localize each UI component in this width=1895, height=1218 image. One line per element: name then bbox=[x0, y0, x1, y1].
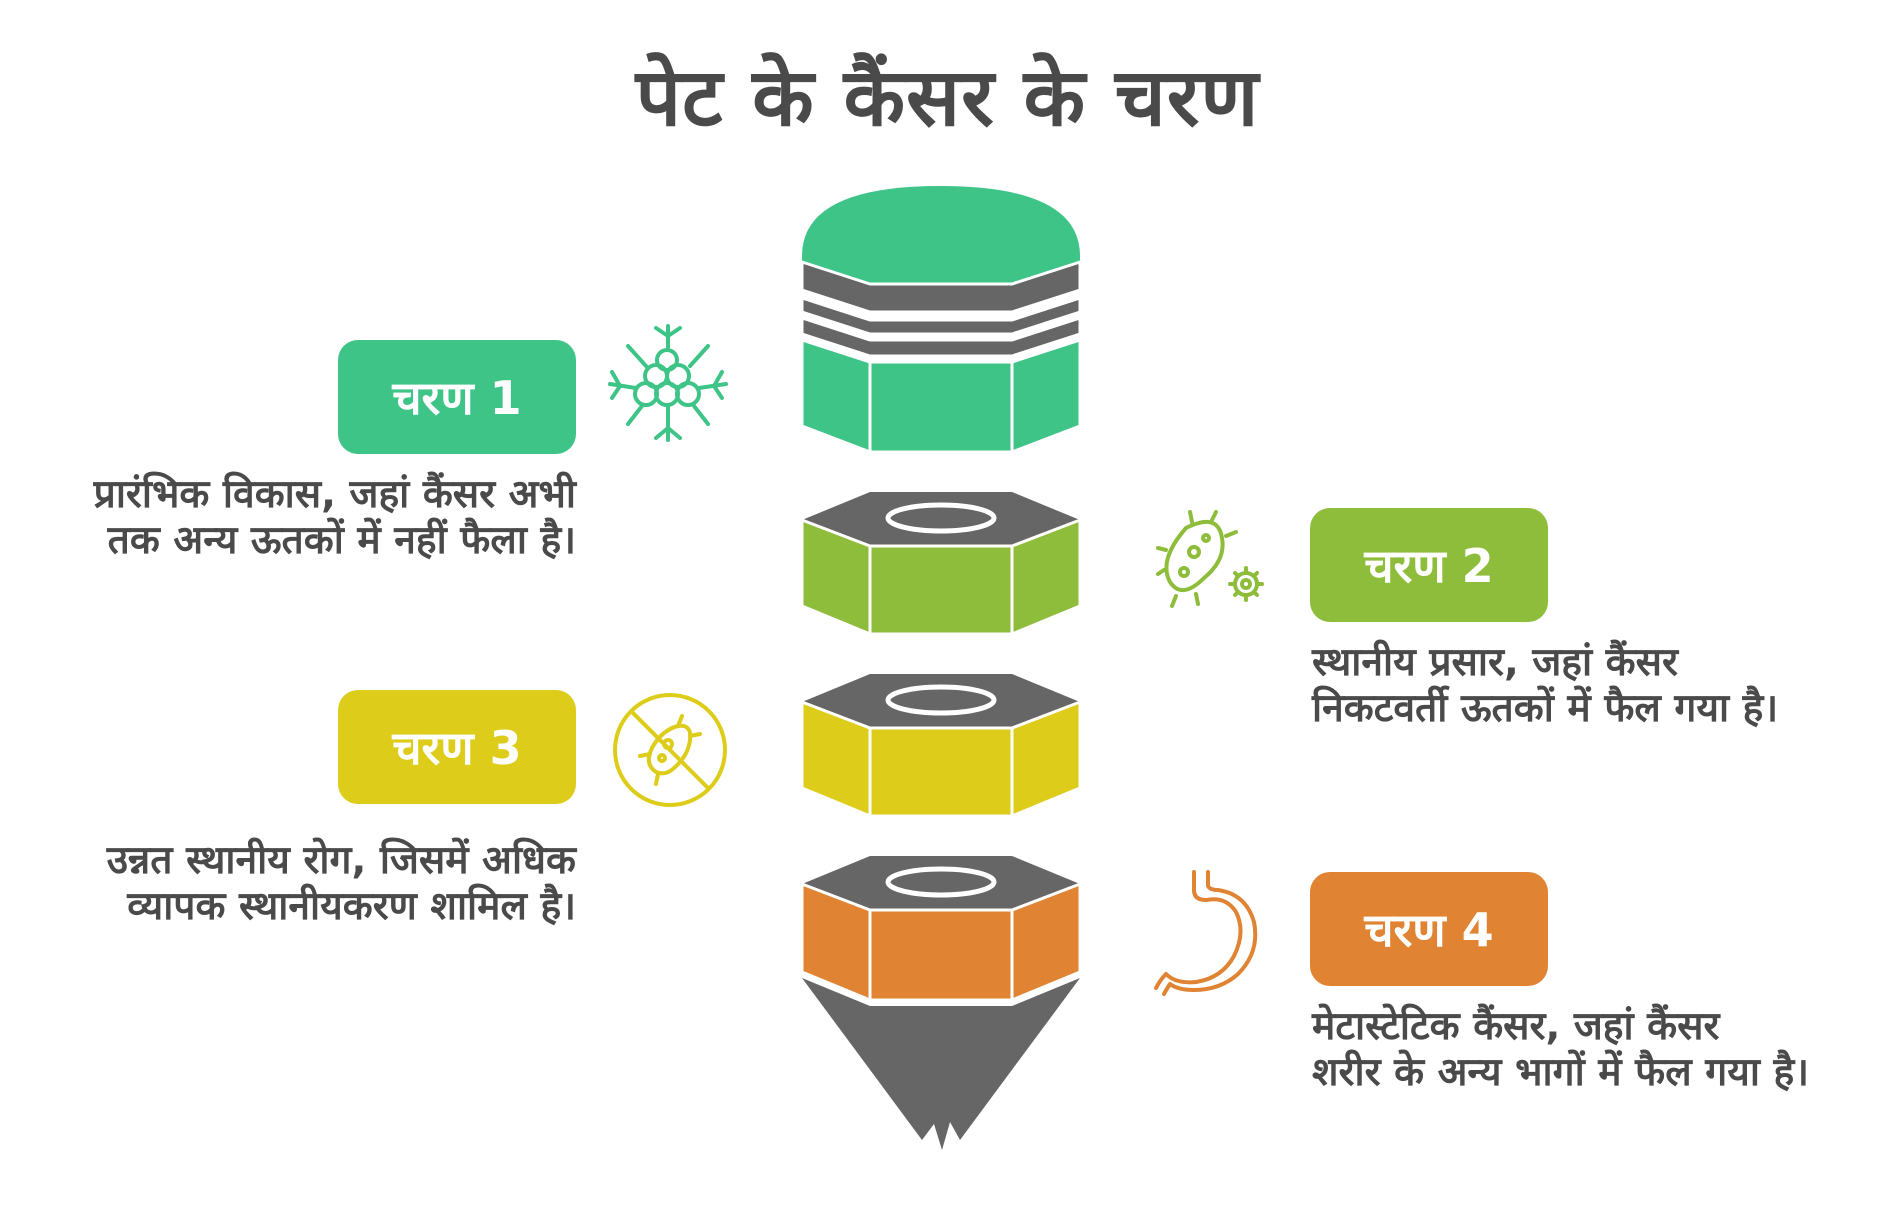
stage-1-pill: चरण 1 bbox=[338, 340, 576, 454]
stage-3-label: चरण 3 bbox=[392, 721, 522, 775]
block-stage-2 bbox=[800, 492, 1082, 636]
stage-1-description-line: प्रारंभिक विकास, जहां कैंसर अभी bbox=[93, 472, 576, 517]
stage-4-pill: चरण 4 bbox=[1310, 872, 1548, 986]
stage-4-label: चरण 4 bbox=[1364, 903, 1494, 957]
stage-4-description: मेटास्टेटिक कैंसर, जहां कैंसर शरीर के अन… bbox=[1312, 1004, 1882, 1096]
stage-4-description-line: मेटास्टेटिक कैंसर, जहां कैंसर bbox=[1312, 1004, 1720, 1049]
cap-dome bbox=[802, 186, 1080, 284]
bacteria-gear-icon bbox=[1156, 510, 1264, 608]
cap-band-2 bbox=[800, 295, 1082, 336]
stage-1-description-line: तक अन्य ऊतकों में नहीं फैला है। bbox=[107, 518, 576, 563]
cap-band-1 bbox=[800, 259, 1082, 314]
stage-3-description: उन्नत स्थानीय रोग, जिसमें अधिक व्यापक स्… bbox=[40, 838, 576, 930]
block-stage-4 bbox=[800, 856, 1082, 1150]
stage-2-pill: चरण 2 bbox=[1310, 508, 1548, 622]
stage-3-description-line: व्यापक स्थानीयकरण शामिल है। bbox=[127, 884, 576, 929]
pencil-tip bbox=[802, 978, 1080, 1150]
stage-4-description-line: शरीर के अन्य भागों में फैल गया है। bbox=[1312, 1050, 1810, 1095]
stage-2-label: चरण 2 bbox=[1364, 539, 1494, 593]
stage-3-description-line: उन्नत स्थानीय रोग, जिसमें अधिक bbox=[106, 838, 576, 883]
block-stage-3 bbox=[800, 674, 1082, 818]
stage-2-description: स्थानीय प्रसार, जहां कैंसर निकटवर्ती ऊतक… bbox=[1312, 640, 1872, 732]
stage-2-description-line: स्थानीय प्रसार, जहां कैंसर bbox=[1312, 640, 1678, 685]
page-title: पेट के कैंसर के चरण bbox=[635, 51, 1260, 144]
cell-cluster-icon bbox=[608, 324, 728, 442]
stage-1-label: चरण 1 bbox=[392, 371, 522, 425]
cap-band-3 bbox=[800, 315, 1082, 358]
stomach-icon bbox=[1154, 870, 1258, 996]
no-bacteria-icon bbox=[613, 693, 727, 807]
block-stage-1 bbox=[800, 186, 1082, 454]
stage-3-pill: चरण 3 bbox=[338, 690, 576, 804]
stage-2-description-line: निकटवर्ती ऊतकों में फैल गया है। bbox=[1312, 686, 1779, 731]
stage-1-description: प्रारंभिक विकास, जहां कैंसर अभी तक अन्य … bbox=[40, 472, 576, 564]
